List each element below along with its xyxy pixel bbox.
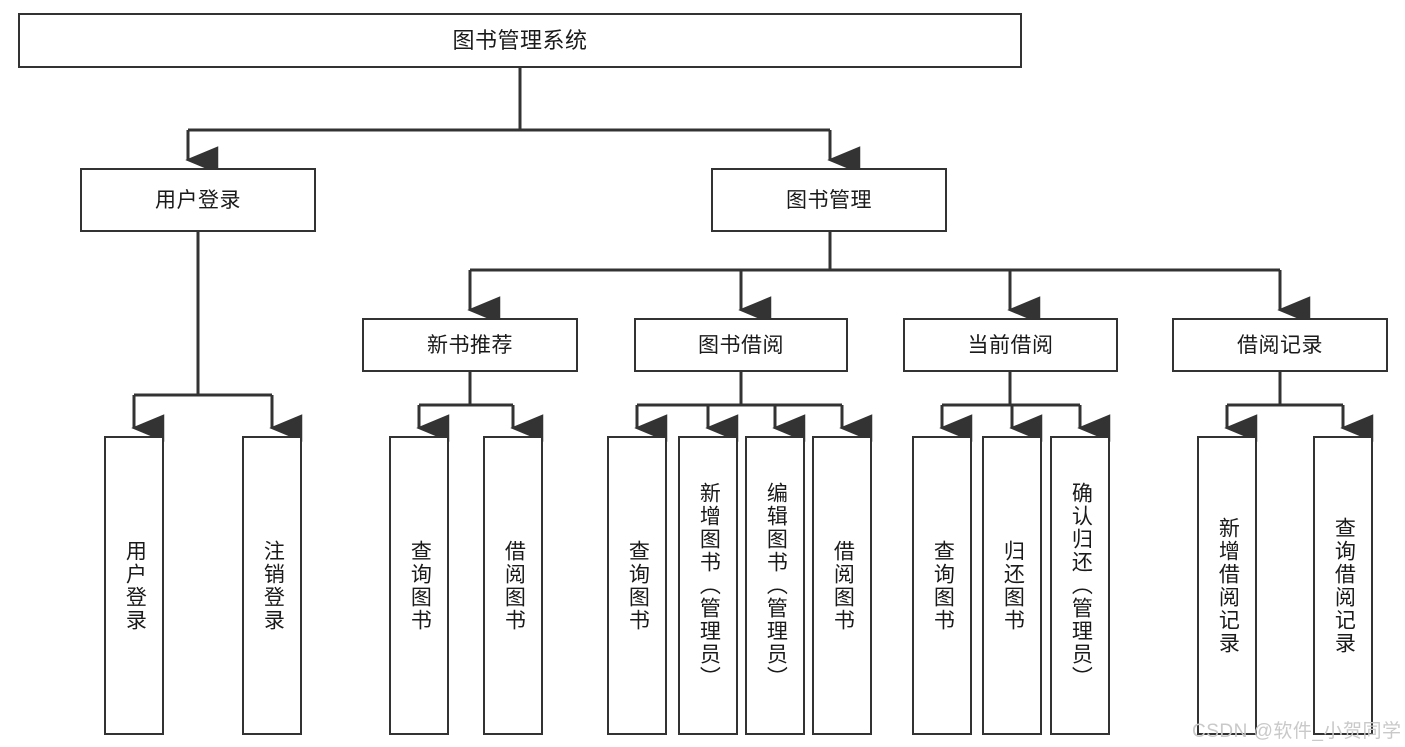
node-leaf-edit-book-label: 编辑图书（管理员） (764, 482, 788, 689)
node-borrow-record[interactable]: 借阅记录 (1172, 318, 1388, 372)
node-leaf-return-book[interactable]: 归还图书 (982, 436, 1042, 735)
node-leaf-query-book-1-label: 查询图书 (408, 539, 432, 632)
node-root[interactable]: 图书管理系统 (18, 13, 1022, 68)
node-leaf-query-record[interactable]: 查询借阅记录 (1313, 436, 1373, 735)
node-leaf-confirm-return[interactable]: 确认归还（管理员） (1050, 436, 1110, 735)
node-leaf-add-record-label: 新增借阅记录 (1216, 516, 1240, 655)
node-leaf-borrow-book-2[interactable]: 借阅图书 (812, 436, 872, 735)
node-leaf-logout[interactable]: 注销登录 (242, 436, 302, 735)
node-leaf-query-book-3[interactable]: 查询图书 (912, 436, 972, 735)
node-book-borrow-label: 图书借阅 (698, 333, 784, 357)
node-leaf-logout-label: 注销登录 (261, 539, 285, 632)
node-current-borrow[interactable]: 当前借阅 (903, 318, 1118, 372)
node-leaf-borrow-book-1[interactable]: 借阅图书 (483, 436, 543, 735)
node-book-manage-label: 图书管理 (786, 188, 872, 212)
node-leaf-edit-book[interactable]: 编辑图书（管理员） (745, 436, 805, 735)
node-leaf-user-login-label: 用户登录 (123, 539, 147, 632)
node-leaf-user-login[interactable]: 用户登录 (104, 436, 164, 735)
node-leaf-borrow-book-1-label: 借阅图书 (502, 539, 526, 632)
node-leaf-query-book-2-label: 查询图书 (626, 539, 650, 632)
node-new-book-recommend-label: 新书推荐 (427, 333, 513, 357)
node-new-book-recommend[interactable]: 新书推荐 (362, 318, 578, 372)
node-user-login[interactable]: 用户登录 (80, 168, 316, 232)
node-root-label: 图书管理系统 (452, 27, 588, 53)
node-leaf-query-record-label: 查询借阅记录 (1332, 516, 1356, 655)
node-user-login-label: 用户登录 (155, 188, 241, 212)
node-leaf-add-record[interactable]: 新增借阅记录 (1197, 436, 1257, 735)
node-current-borrow-label: 当前借阅 (967, 333, 1054, 357)
node-leaf-borrow-book-2-label: 借阅图书 (831, 539, 855, 632)
node-book-manage[interactable]: 图书管理 (711, 168, 947, 232)
node-leaf-query-book-3-label: 查询图书 (931, 539, 955, 632)
node-leaf-confirm-return-label: 确认归还（管理员） (1069, 482, 1093, 689)
csdn-watermark: CSDN @软件_小贺同学 (1192, 721, 1402, 742)
node-leaf-add-book[interactable]: 新增图书（管理员） (678, 436, 738, 735)
node-book-borrow[interactable]: 图书借阅 (634, 318, 848, 372)
node-leaf-add-book-label: 新增图书（管理员） (697, 482, 721, 689)
node-borrow-record-label: 借阅记录 (1237, 333, 1323, 357)
node-leaf-query-book-1[interactable]: 查询图书 (389, 436, 449, 735)
node-leaf-query-book-2[interactable]: 查询图书 (607, 436, 667, 735)
node-leaf-return-book-label: 归还图书 (1001, 539, 1025, 632)
